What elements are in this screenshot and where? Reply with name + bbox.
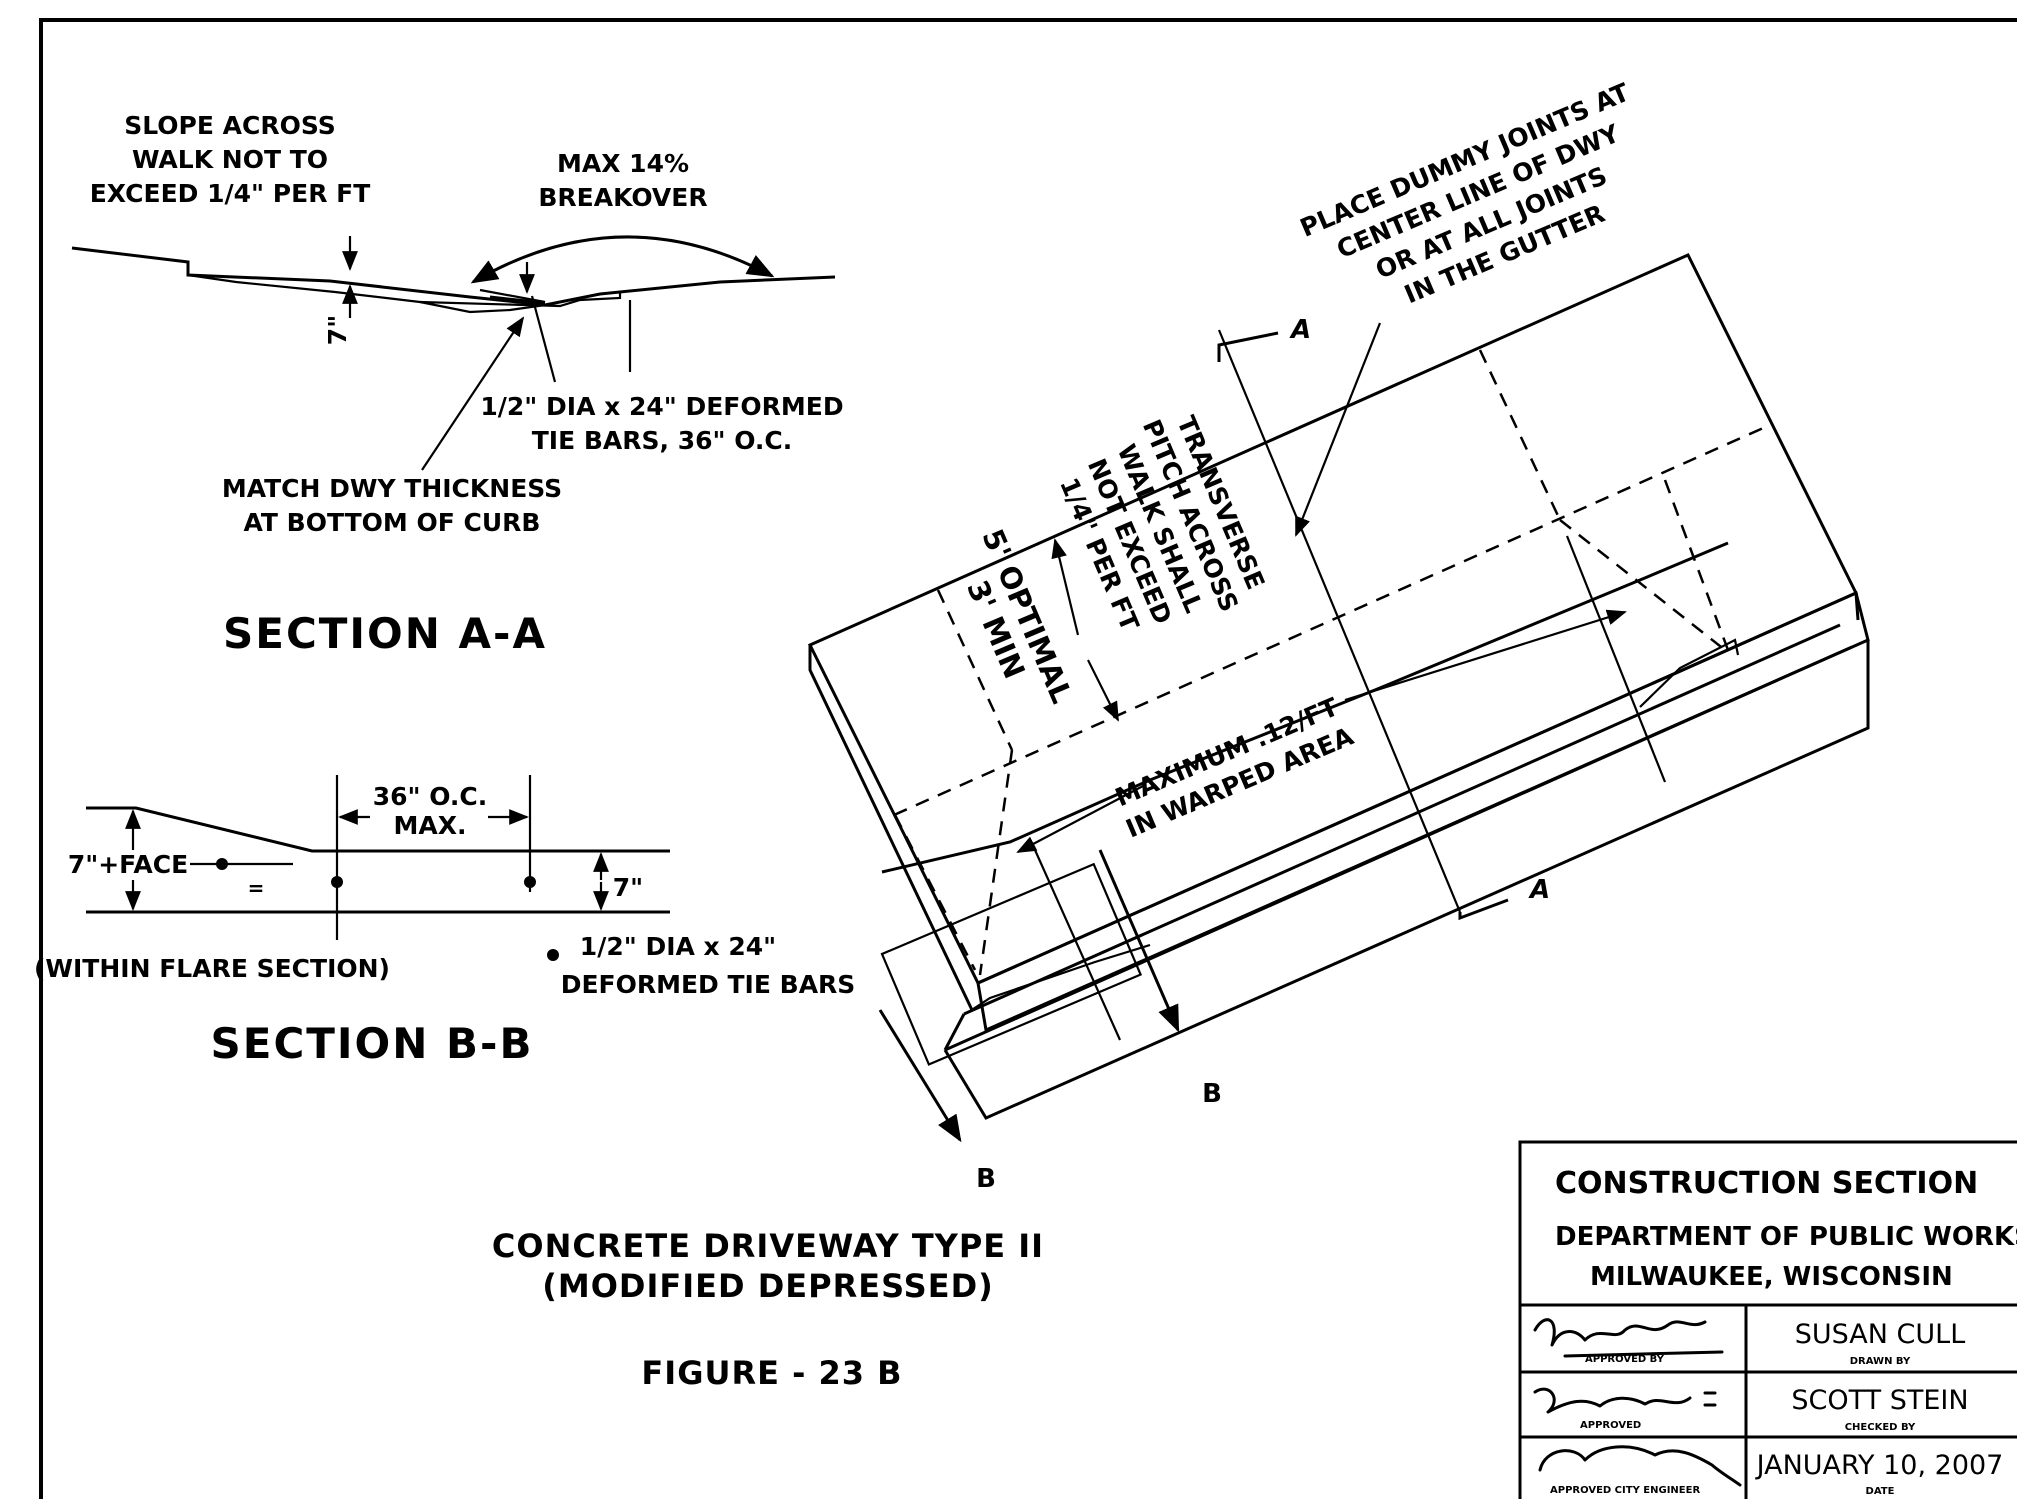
match-note-line-2: AT BOTTOM OF CURB	[244, 508, 541, 537]
slab-side	[808, 645, 974, 1011]
warp-dash-mid	[978, 749, 1014, 976]
slope-note-line-2: WALK NOT TO	[132, 145, 328, 174]
figure-title-line-1: CONCRETE DRIVEWAY TYPE II	[492, 1227, 1044, 1265]
joint-line-center	[1565, 535, 1667, 783]
width-dim-arrow-b	[1087, 659, 1119, 722]
dim-7-label: 7"	[323, 315, 352, 345]
tie-bar-leader	[530, 295, 557, 383]
bb-spacing-line-1: 36" O.C.	[373, 782, 488, 811]
curb-front	[943, 640, 1870, 1120]
tie-bar-note-line-1: 1/2" DIA x 24" DEFORMED	[480, 392, 843, 421]
breakover-arc	[470, 235, 775, 284]
cut-a-top	[1217, 331, 1279, 362]
cut-b-left	[878, 1009, 962, 1143]
checked-by-value: SCOTT STEIN	[1791, 1385, 1968, 1416]
flare-note: (WITHIN FLARE SECTION)	[34, 954, 390, 983]
section-aa: SLOPE ACROSS WALK NOT TO EXCEED 1/4" PER…	[71, 111, 844, 658]
sign-caption-1: APPROVED BY	[1585, 1354, 1665, 1365]
dummy-joint-note: PLACE DUMMY JOINTS AT CENTER LINE OF DWY…	[1296, 78, 1634, 310]
tb-dept: DEPARTMENT OF PUBLIC WORKS	[1555, 1222, 2017, 1252]
sign-caption-2: APPROVED	[1580, 1420, 1641, 1431]
figure-title: CONCRETE DRIVEWAY TYPE II (MODIFIED DEPR…	[492, 1227, 1044, 1392]
checked-by-caption: CHECKED BY	[1845, 1422, 1916, 1433]
tb-city: MILWAUKEE, WISCONSIN	[1590, 1262, 1953, 1292]
breakover-note-line-2: BREAKOVER	[538, 183, 707, 212]
cut-a-bottom	[1458, 898, 1509, 921]
tb-heading: CONSTRUCTION SECTION	[1555, 1166, 1978, 1201]
section-bb: 36" O.C. MAX. 7"+FACE = 7" (WITHIN FLARE…	[34, 775, 855, 1068]
signature-1	[1533, 1318, 1724, 1358]
match-note-line-1: MATCH DWY THICKNESS	[222, 474, 562, 503]
isometric-view: A A B B PLACE DUMMY JOINTS AT CENTER LIN…	[807, 78, 1870, 1194]
bb-top-profile	[86, 806, 670, 853]
warp-note: MAXIMUM .12/FT IN WARPED AREA	[1111, 692, 1358, 843]
tie-bar-legend-line-1: 1/2" DIA x 24"	[580, 932, 776, 961]
match-leader	[421, 316, 525, 471]
tie-bar-dot-3	[524, 876, 536, 888]
cut-b-right	[1098, 849, 1180, 1033]
figure-number: FIGURE - 23 B	[641, 1354, 902, 1392]
tie-bar-dot-2	[331, 876, 343, 888]
warp-arrow-right	[1344, 609, 1627, 702]
walk-edge-dash	[893, 423, 1771, 817]
center-joint-dash	[1478, 349, 1562, 521]
flare-dash-right-2	[1663, 479, 1730, 651]
drawn-by-value: SUSAN CULL	[1795, 1319, 1966, 1350]
sheet-border	[39, 18, 2017, 1499]
walk-bottom	[187, 273, 546, 314]
reinforcement-mark: =	[248, 876, 265, 900]
date-value: JANUARY 10, 2007	[1755, 1450, 2004, 1481]
signature-2	[1533, 1387, 1717, 1414]
warp-arrow-left	[1016, 784, 1146, 853]
warp-dash-left	[893, 814, 977, 971]
cut-b-right-label: B	[1202, 1079, 1222, 1109]
section-aa-title: SECTION A-A	[223, 609, 547, 658]
figure-title-line-2: (MODIFIED DEPRESSED)	[542, 1267, 994, 1305]
slope-note-line-3: EXCEED 1/4" PER FT	[90, 179, 371, 208]
walk-edge-dash-2	[936, 589, 1014, 751]
bb-spacing-line-2: MAX.	[394, 811, 467, 840]
gutter-top	[881, 541, 1729, 874]
curb-end-left	[943, 1013, 966, 1051]
pitch-note: TRANSVERSE PITCH ACROSS WALK SHALL NOT E…	[1054, 412, 1270, 635]
drawn-by-caption: DRAWN BY	[1850, 1356, 1911, 1367]
bb-thickness-label: 7"	[613, 873, 643, 902]
sign-caption-3: APPROVED CITY ENGINEER	[1550, 1485, 1700, 1496]
cut-a-top-label: A	[1289, 315, 1311, 345]
flare-dash-right-1	[1559, 519, 1726, 651]
title-block: CONSTRUCTION SECTION DEPARTMENT OF PUBLI…	[1518, 1140, 2017, 1499]
section-b-box	[880, 862, 1143, 1066]
curb-base	[963, 623, 1841, 1016]
dummy-joint-leader	[1294, 322, 1382, 537]
tie-bar-legend-line-2: DEFORMED TIE BARS	[561, 970, 856, 999]
curb-flare-left	[966, 943, 1151, 1014]
section-bb-title: SECTION B-B	[211, 1019, 534, 1068]
walk-profile	[71, 246, 836, 307]
tie-bar-aa	[489, 295, 546, 305]
title-block-frame	[1518, 1140, 2017, 1499]
slope-note-line-1: SLOPE ACROSS	[124, 111, 336, 140]
curb-flare-right	[1639, 638, 1740, 708]
joint-line-a	[1217, 329, 1462, 913]
tie-bar-legend-dot	[547, 949, 559, 961]
cut-a-bottom-label: A	[1528, 875, 1550, 905]
breakover-note-line-1: MAX 14%	[557, 149, 689, 178]
cut-b-left-label: B	[976, 1164, 996, 1194]
width-dim-arrow-a	[1051, 538, 1080, 636]
curb-bottom	[419, 292, 622, 308]
joint-line-b	[1033, 849, 1122, 1041]
signature-3	[1538, 1445, 1742, 1487]
tie-bar-note-line-2: TIE BARS, 36" O.C.	[532, 426, 793, 455]
face-label: 7"+FACE	[68, 850, 188, 879]
curb-top-front	[944, 645, 1853, 1052]
date-caption: DATE	[1866, 1486, 1895, 1497]
